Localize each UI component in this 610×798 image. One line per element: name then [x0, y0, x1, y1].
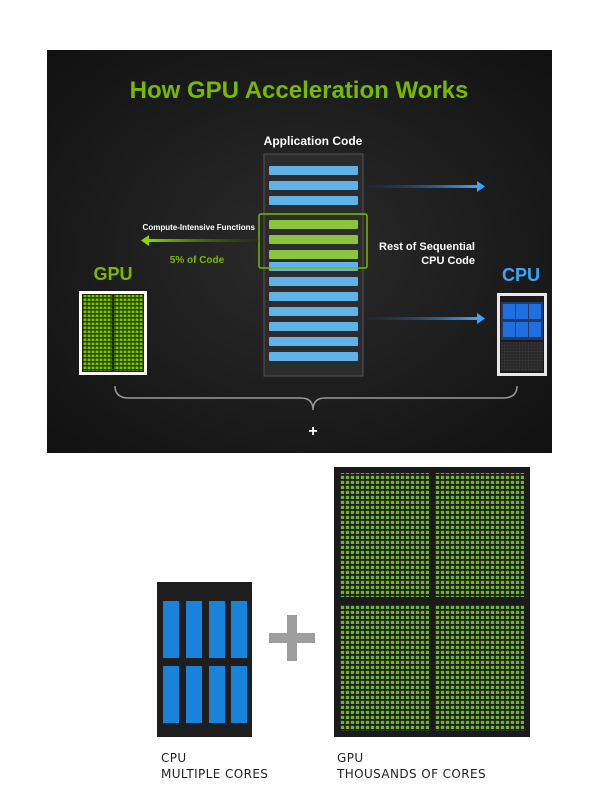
gpu-caption: GPU THOUSANDS OF CORES — [337, 750, 486, 782]
compute-intensive-label: Compute-Intensive Functions — [143, 223, 256, 232]
arrow-left-icon — [141, 235, 259, 246]
slide-title: How GPU Acceleration Works — [130, 77, 469, 104]
gpu-caption-subtitle: THOUSANDS OF CORES — [337, 767, 487, 781]
plus-icon: + — [308, 423, 317, 440]
gpu-label: GPU — [93, 264, 132, 284]
gpu-caption-title: GPU — [337, 751, 364, 765]
cpu-caption: CPU MULTIPLE CORES — [161, 750, 268, 782]
gpu-chip-icon — [79, 291, 147, 375]
cpu-label: CPU — [502, 265, 540, 285]
plus-icon — [269, 615, 315, 661]
code-column — [263, 153, 364, 377]
cpu-caption-title: CPU — [161, 751, 187, 765]
cpu-cores-icon — [157, 582, 252, 737]
arrow-right-icon — [367, 313, 485, 324]
rest-label-2: CPU Code — [421, 255, 475, 267]
percent-label: 5% of Code — [170, 255, 225, 266]
cpu-chip-icon — [497, 293, 547, 376]
brace — [114, 385, 518, 411]
app-code-label: Application Code — [264, 134, 363, 148]
rest-label-1: Rest of Sequential — [379, 241, 475, 253]
slide-diagram: How GPU Acceleration Works Application C… — [47, 50, 552, 453]
arrow-right-icon — [367, 181, 485, 192]
gpu-cores-icon — [334, 467, 530, 737]
cpu-caption-subtitle: MULTIPLE CORES — [161, 767, 269, 781]
